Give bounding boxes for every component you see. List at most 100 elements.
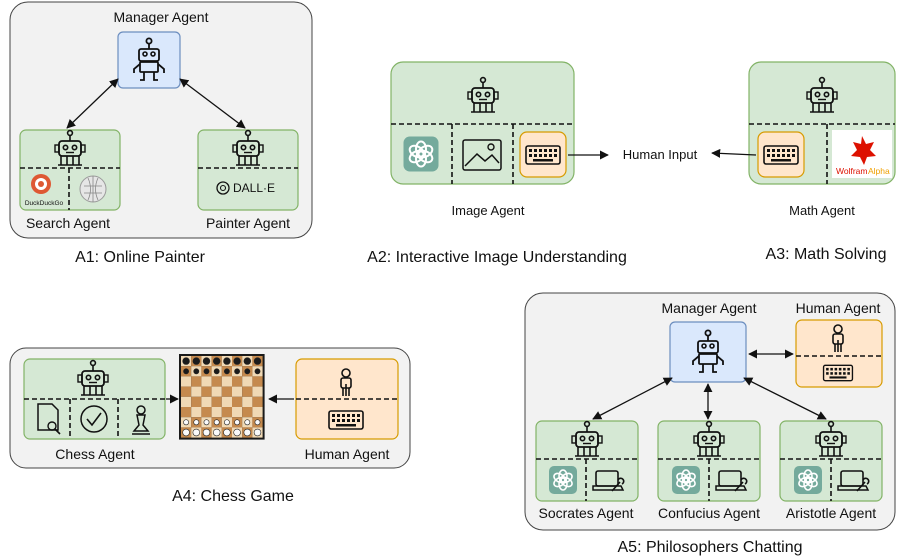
chess-piece: [234, 419, 240, 426]
chess-square: [211, 376, 222, 387]
chess-square: [201, 386, 212, 397]
chess-square: [211, 396, 222, 407]
dalle-logo: [216, 181, 230, 195]
chess-square: [201, 396, 212, 407]
chess-square: [252, 386, 263, 397]
chess-square: [191, 407, 202, 418]
a2-agent-label: Image Agent: [452, 203, 525, 218]
chess-square: [221, 407, 232, 418]
chess-piece: [233, 357, 241, 365]
chess-square: [211, 407, 222, 418]
chess-square: [181, 396, 192, 407]
chess-square: [181, 376, 192, 387]
chess-square: [201, 407, 212, 418]
panel-a3: Wolfram Alpha Math Agent A3: Math Solvin…: [711, 61, 896, 263]
chess-piece: [213, 419, 220, 426]
wolfram-text-b: Alpha: [868, 166, 890, 176]
chess-square: [242, 386, 253, 397]
chess-square: [181, 407, 192, 418]
chess-square: [181, 386, 192, 397]
a5-confucius-label: Confucius Agent: [658, 505, 760, 521]
chess-piece: [254, 368, 261, 375]
a2-caption: A2: Interactive Image Understanding: [367, 249, 627, 266]
chess-square: [211, 386, 222, 397]
a5-human-label: Human Agent: [796, 300, 881, 316]
human-input-label: Human Input: [623, 147, 698, 162]
chess-piece: [203, 368, 210, 375]
chess-square: [232, 386, 243, 397]
a1-manager-label: Manager Agent: [114, 9, 209, 25]
check-circle-icon: [80, 405, 108, 433]
a4-human-label: Human Agent: [305, 446, 390, 462]
chess-square: [232, 396, 243, 407]
a3-keyboard-box: [757, 131, 805, 178]
chess-piece: [223, 357, 231, 365]
duckduckgo-icon: [31, 174, 51, 194]
dalle-label: DALL·E: [233, 181, 275, 195]
chess-square: [221, 386, 232, 397]
pawn-icon: [132, 405, 150, 435]
a5-arrow-socrates: [592, 377, 673, 420]
chess-square: [252, 376, 263, 387]
a1-manager-box: [117, 31, 181, 89]
chess-piece: [182, 357, 190, 365]
chess-piece: [243, 357, 252, 365]
panel-a1: Manager Agent DuckDuckGo Search Agent DA…: [9, 1, 313, 266]
a5-human-box: [795, 319, 883, 388]
a1-caption: A1: Online Painter: [75, 249, 206, 266]
chess-piece: [253, 357, 262, 365]
chess-square: [191, 396, 202, 407]
wolfram-icon: [851, 136, 876, 165]
wikipedia-icon: [79, 175, 107, 203]
a1-painter-box: [197, 129, 299, 211]
chessboard: [179, 354, 265, 440]
chess-piece: [223, 428, 231, 437]
a2-keyboard-box: [519, 131, 567, 178]
chess-square: [242, 376, 253, 387]
a5-aristotle-label: Aristotle Agent: [786, 505, 876, 521]
panel-a5: Manager Agent Human Agent Socrates Agent…: [524, 292, 896, 556]
a5-arrow-aristotle: [743, 377, 827, 420]
a1-arrow-search: [66, 78, 119, 129]
a1-search-box: [19, 129, 121, 211]
chess-square: [252, 407, 263, 418]
chess-piece: [254, 419, 261, 426]
a5-caption: A5: Philosophers Chatting: [618, 539, 803, 556]
chess-square: [201, 376, 212, 387]
chess-piece: [203, 419, 210, 426]
chess-piece: [202, 357, 211, 365]
chess-piece: [234, 368, 240, 375]
chess-square: [252, 396, 263, 407]
a4-chess-label: Chess Agent: [55, 446, 134, 462]
a1-search-label: Search Agent: [26, 215, 110, 231]
chess-square: [221, 396, 232, 407]
a3-arrow-human: [711, 148, 757, 158]
chess-piece: [202, 428, 211, 437]
chess-square: [242, 396, 253, 407]
chess-piece: [213, 357, 221, 365]
chess-square: [191, 386, 202, 397]
duckduckgo-label: DuckDuckGo: [25, 200, 64, 207]
chess-piece: [243, 428, 252, 437]
chess-square: [191, 376, 202, 387]
wolfram-text-a: Wolfram: [836, 166, 868, 176]
chess-piece: [182, 428, 190, 437]
document-search-icon: [37, 403, 61, 435]
chess-piece: [183, 368, 189, 375]
openai-icon: [671, 465, 701, 495]
chess-square: [221, 376, 232, 387]
chess-square: [242, 407, 253, 418]
chess-piece: [223, 419, 230, 426]
openai-icon: [793, 465, 823, 495]
a5-manager-box: [669, 321, 747, 383]
chess-piece: [192, 357, 201, 365]
chess-piece: [183, 419, 189, 426]
chess-piece: [193, 368, 200, 375]
a3-caption: A3: Math Solving: [766, 246, 887, 263]
chess-piece: [213, 428, 221, 437]
panel-a4: Chess Agent Human Agent A4: Chess Game: [9, 347, 411, 505]
chess-piece: [213, 368, 220, 375]
chess-square: [232, 376, 243, 387]
chess-piece: [193, 419, 200, 426]
